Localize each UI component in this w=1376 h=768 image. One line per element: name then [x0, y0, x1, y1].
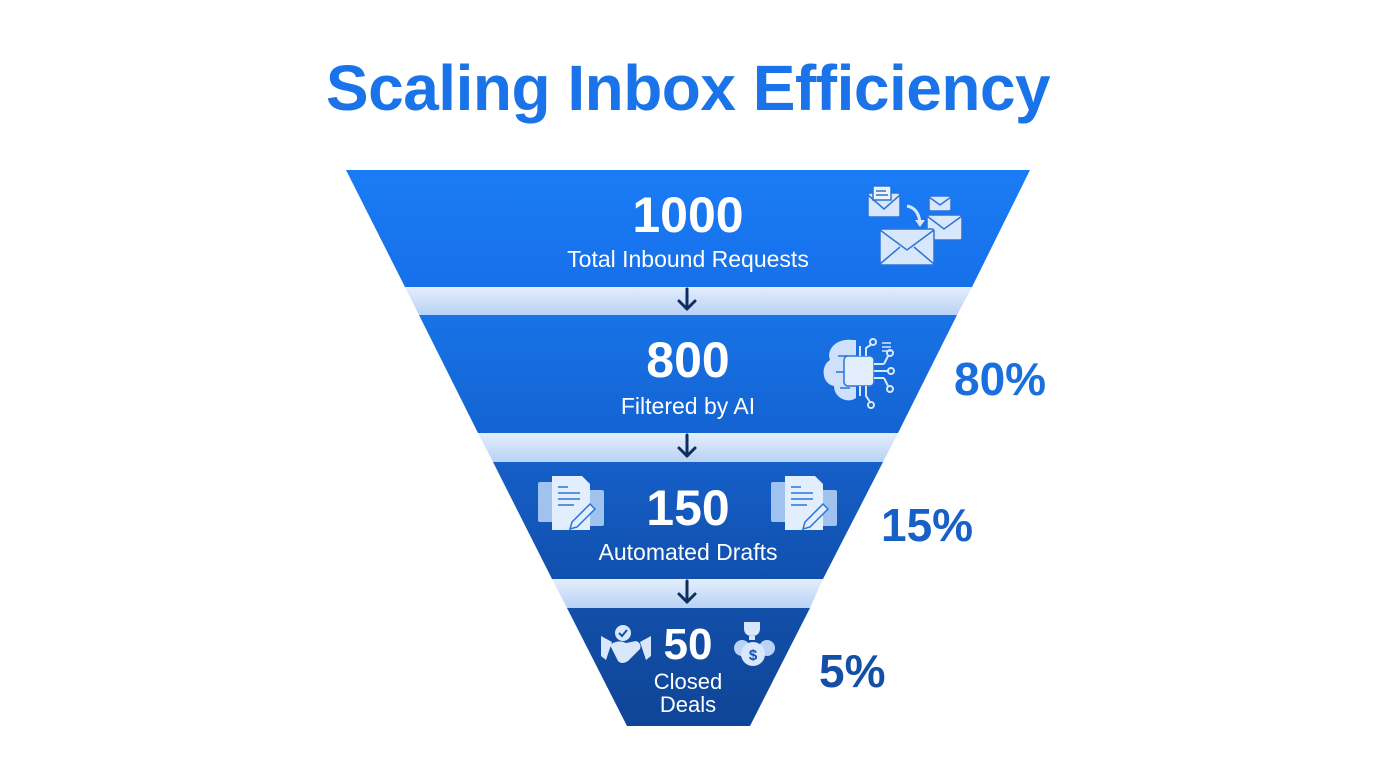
document-edit-icon: [771, 476, 837, 531]
funnel-stage-3-content: 150 Automated Drafts: [538, 483, 838, 566]
svg-text:$: $: [749, 647, 758, 664]
stage-label: Automated Drafts: [598, 539, 778, 565]
funnel-stage-2-content: 800 Filtered by AI: [488, 335, 888, 420]
arrow-down-icon: [677, 433, 697, 458]
stage-value: 150: [646, 480, 730, 536]
funnel-stage-1: [346, 170, 1030, 287]
funnel-stage-1-content: 1000 Total Inbound Requests: [488, 190, 888, 273]
arrow-down-icon: [677, 579, 697, 604]
envelopes-icon: [867, 185, 963, 266]
funnel-stage-2: [419, 315, 957, 433]
money-trophy-icon: $: [734, 622, 775, 666]
stage-4-percent: 5%: [819, 645, 886, 697]
page-title: Scaling Inbox Efficiency: [325, 52, 1051, 124]
stage-value: 50: [663, 620, 713, 669]
ai-brain-icon: [823, 338, 895, 409]
stage-value: 1000: [632, 187, 744, 243]
stage-label: Closed: [653, 669, 723, 694]
stage-2-percent: 80%: [954, 353, 1047, 405]
arrow-down-icon: [677, 287, 697, 311]
document-edit-icon: [538, 476, 604, 531]
handshake-icon: [601, 625, 651, 663]
stage-3-percent: 15%: [881, 499, 974, 551]
stage-value: 800: [646, 332, 730, 388]
funnel-stage-4-content: 50 Closed Deals: [638, 620, 738, 717]
stage-label: Deals: [659, 692, 717, 717]
stage-label: Filtered by AI: [620, 393, 756, 419]
stage-label: Total Inbound Requests: [567, 246, 809, 272]
